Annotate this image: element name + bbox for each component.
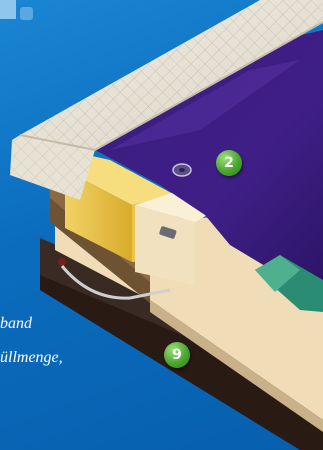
caption-line-2: üllmenge, — [0, 349, 63, 367]
heater-plug — [58, 258, 66, 266]
callout-badge-2: 2 — [216, 150, 242, 176]
callout-badge-9: 9 — [164, 342, 190, 368]
caption-line-1: band — [0, 315, 32, 333]
